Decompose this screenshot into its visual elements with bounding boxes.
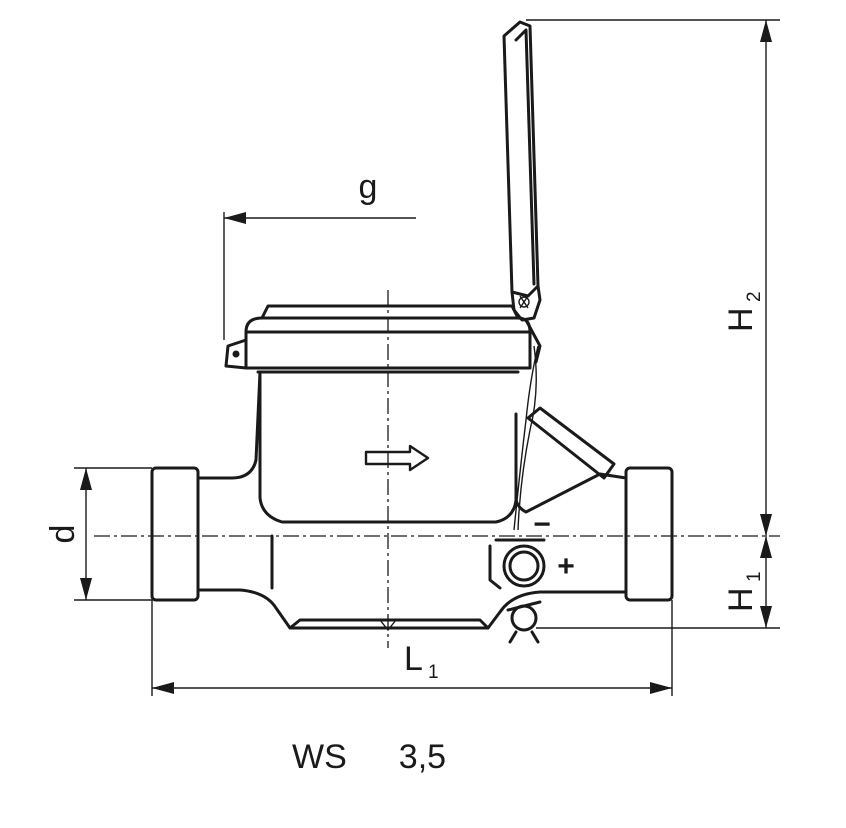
dim-label-l1-sub: 1 xyxy=(428,662,439,683)
flow-arrow xyxy=(364,444,430,472)
dim-label-h1-sub: 1 xyxy=(744,571,765,582)
dimension-h2 xyxy=(526,19,780,536)
dimension-g xyxy=(223,212,416,340)
dimension-d xyxy=(74,467,152,601)
dim-label-h2: H xyxy=(722,307,760,332)
polarity-minus: − xyxy=(533,508,551,541)
meter-body xyxy=(150,370,674,632)
meter-lid xyxy=(502,20,616,480)
dim-label-l1: L xyxy=(404,640,423,678)
dim-label-d: d xyxy=(44,525,82,544)
sealing-wire xyxy=(513,345,539,531)
caption-size: 3,5 xyxy=(398,738,447,776)
seal-hole xyxy=(232,350,240,358)
dim-label-h1: H xyxy=(722,587,760,612)
meter-head xyxy=(224,304,532,374)
pulse-connector xyxy=(488,538,546,644)
dim-label-g: g xyxy=(359,168,378,206)
caption-model: WS xyxy=(292,738,347,776)
dim-label-h2-sub: 2 xyxy=(744,291,765,302)
dimension-l1 xyxy=(151,600,673,696)
polarity-plus: + xyxy=(557,550,575,583)
caption: WS 3,5 xyxy=(292,738,446,777)
dimension-h1 xyxy=(536,536,780,629)
center-lines xyxy=(94,290,780,648)
